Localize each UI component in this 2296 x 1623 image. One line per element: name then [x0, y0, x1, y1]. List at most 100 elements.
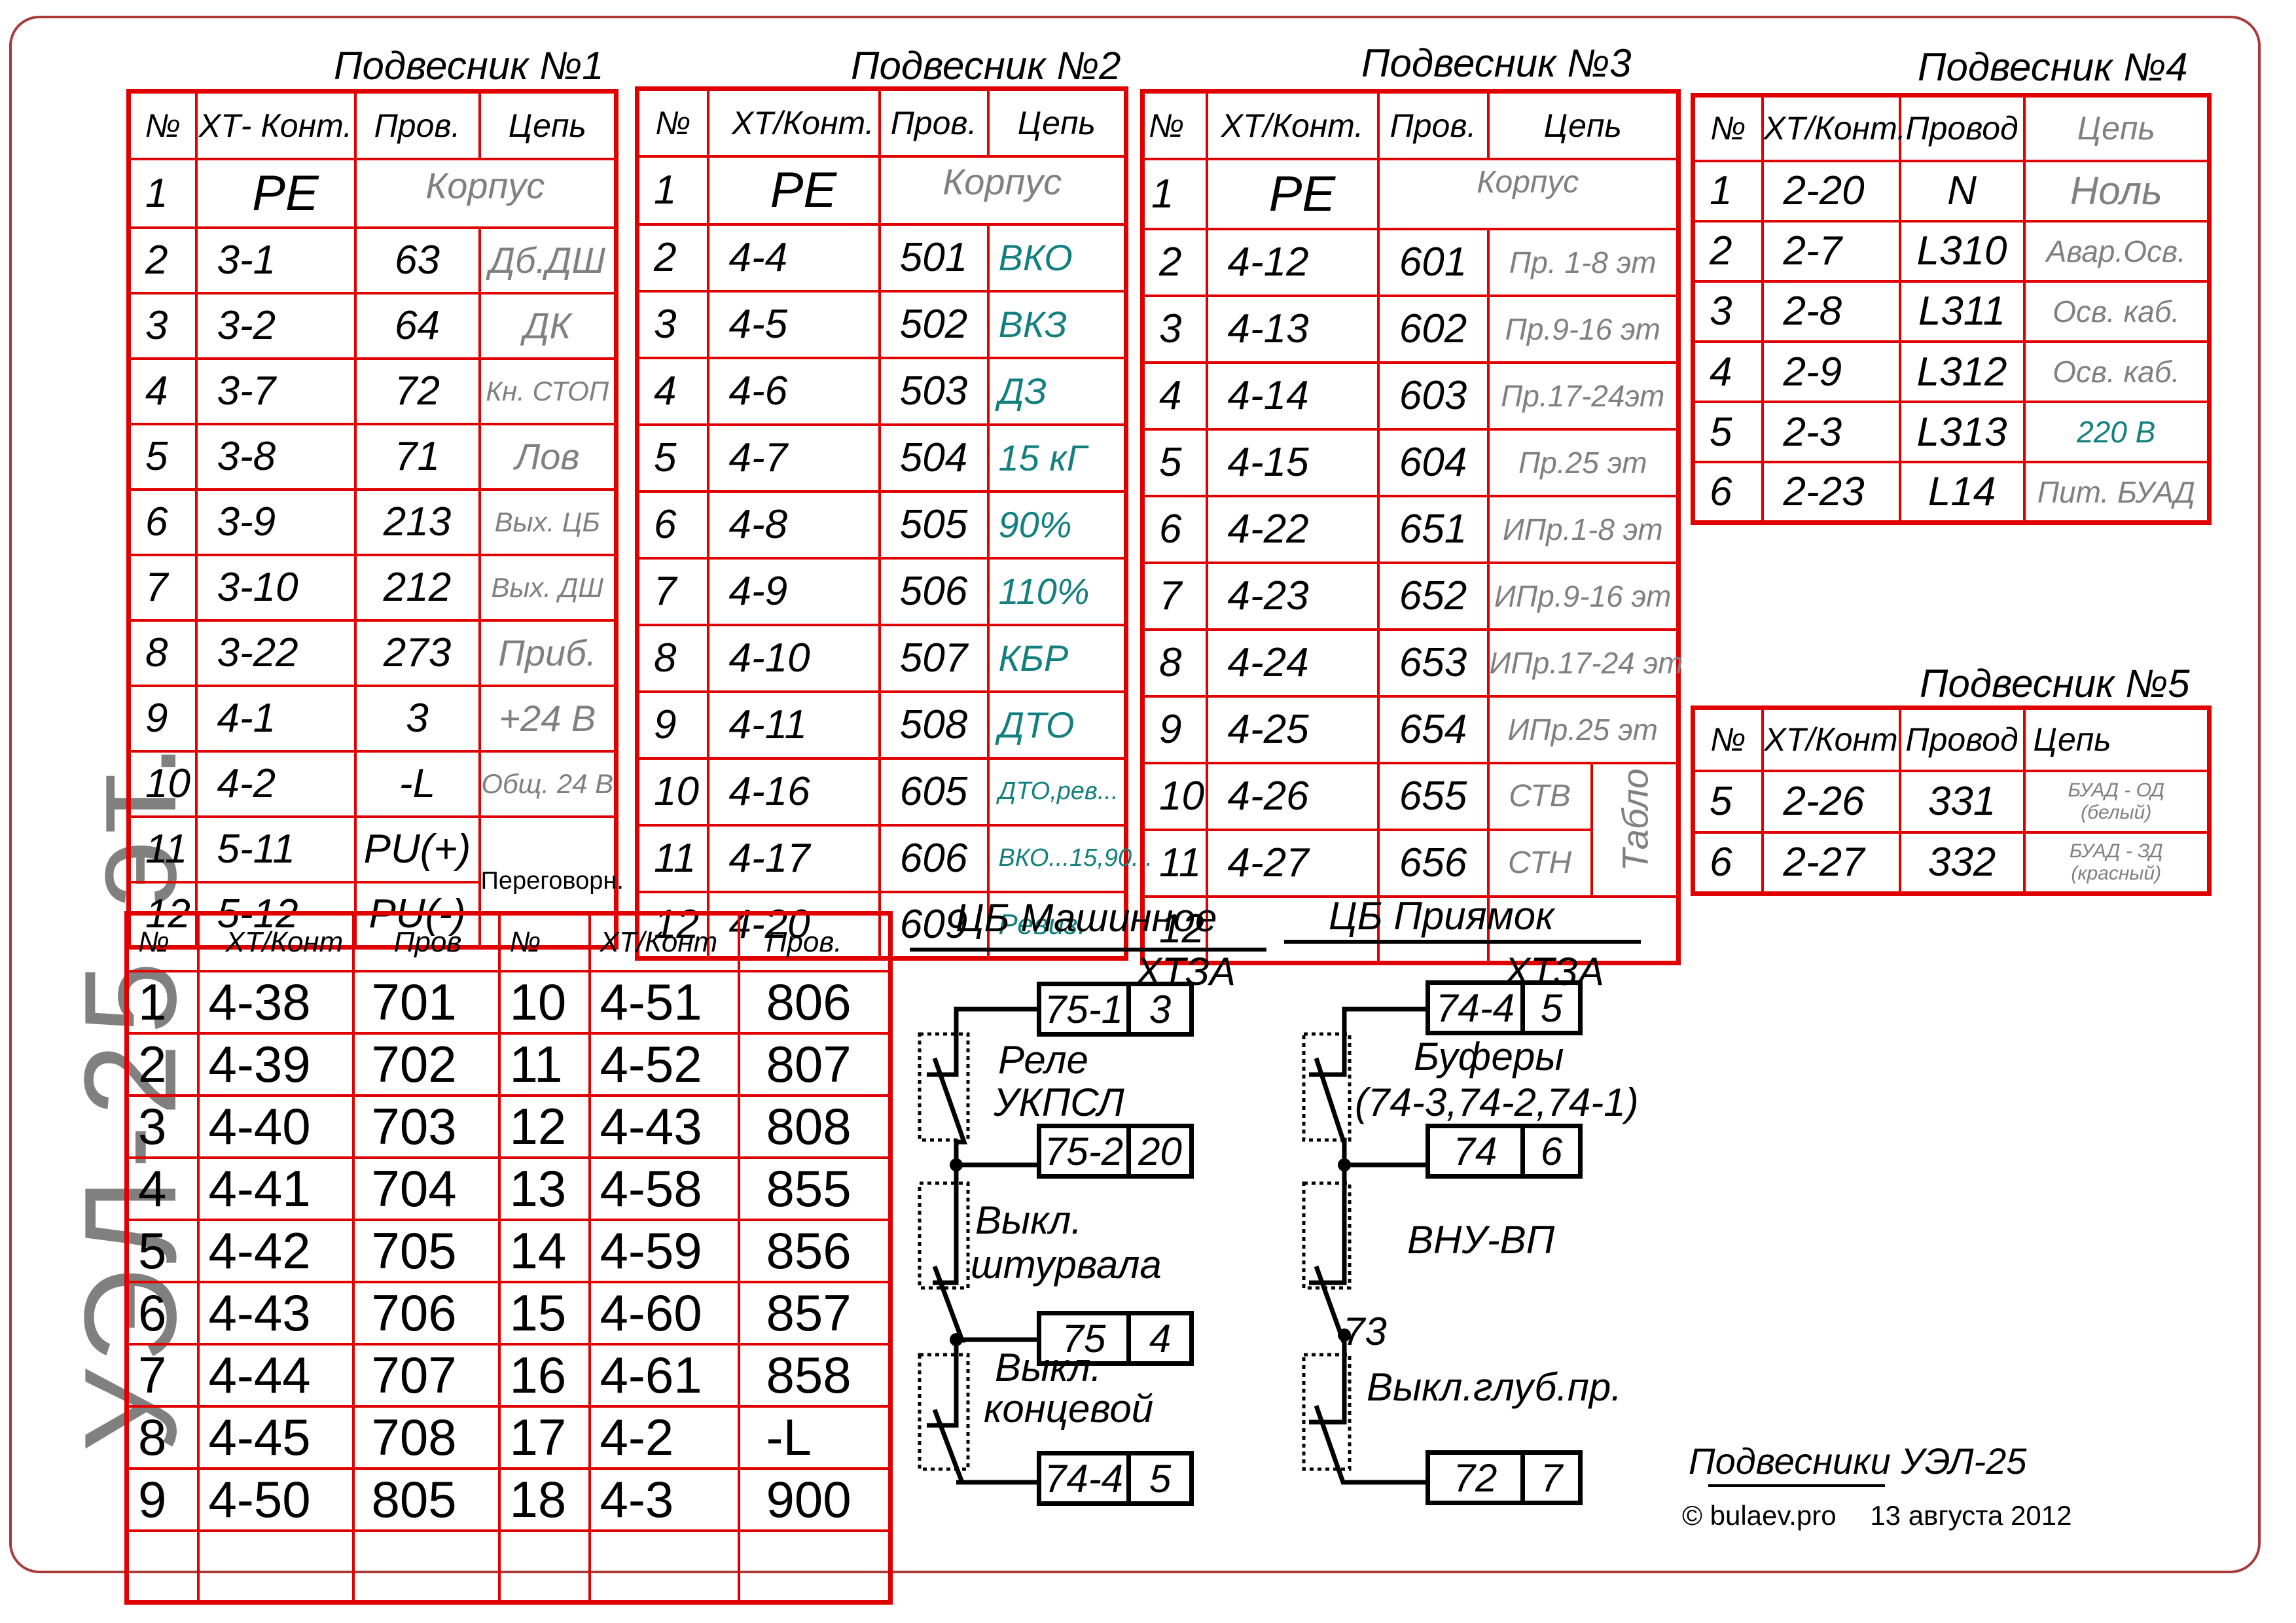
cell-no: 6 [1141, 494, 1208, 564]
cell-no-2: 14 [497, 1218, 591, 1283]
cell-chain: Корпус [1376, 157, 1680, 230]
cell-no: 9 [127, 684, 198, 753]
cell-wire: 654 [1376, 694, 1490, 764]
switch-box-limit [918, 1353, 970, 1471]
terminal-pin: 4 [1149, 1316, 1172, 1361]
header-chain: Цепь [986, 87, 1128, 158]
header-no: № [1141, 90, 1208, 160]
cell-xt: 4-22 [1205, 494, 1380, 564]
cell-no-2: 10 [497, 969, 591, 1035]
chain-color: (белый) [2081, 801, 2152, 823]
copyright-text: © bulaev.pro [1682, 1500, 1837, 1531]
wire [1314, 1404, 1426, 1485]
cell-wire: L311 [1898, 279, 2026, 344]
node-label-73: 73 [1343, 1310, 1387, 1353]
cell-no: 3 [1141, 294, 1208, 364]
header-wire: Пров. [1376, 90, 1490, 160]
cell-wire: 501 [878, 223, 990, 293]
junction-dot [950, 1333, 963, 1346]
terminal-contact: 72 [1430, 1455, 1525, 1501]
header-chain: Цепь [2022, 706, 2211, 772]
cell-xt: 4-43 [196, 1280, 355, 1346]
cell-wire: 653 [1376, 628, 1490, 698]
cell-xt: 4-26 [1205, 761, 1380, 831]
cell-no: 8 [125, 1404, 200, 1470]
label-vnu-vp: ВНУ-ВП [1407, 1218, 1555, 1262]
cell-wire: L313 [1898, 401, 2026, 464]
cell-xt: 2-27 [1761, 830, 1901, 895]
cell-chain: Осв. каб. [2022, 279, 2211, 344]
cell-no: 4 [125, 1156, 200, 1221]
cell-no: 6 [1691, 461, 1764, 524]
table-row: 12 [1141, 895, 1680, 965]
header-wire-2: Пров. [737, 912, 892, 972]
diagram-right-title: ЦБ Приямок [1329, 894, 1554, 938]
cell-no: 11 [127, 815, 198, 883]
cell-xt: 3-10 [194, 553, 357, 622]
cell-wire: 605 [878, 757, 990, 827]
header-xt-2: ХТ/Конт [588, 912, 740, 972]
cell-xt-2: 4-58 [588, 1156, 740, 1221]
cell-wire: 273 [353, 618, 481, 687]
cell-xt: 2-7 [1761, 219, 1901, 283]
cell-no: 2 [1141, 227, 1208, 297]
cell-wire: 655 [1376, 761, 1490, 831]
cell-no: 1 [1691, 159, 1764, 223]
cell-no-2 [497, 1529, 591, 1604]
wire [1309, 1057, 1347, 1285]
table-row: 1 PE Корпус [636, 154, 1128, 226]
cell-xt-2: 4-51 [588, 969, 740, 1035]
cell-no: 2 [636, 223, 709, 293]
terminal-contact: 74-4 [1430, 985, 1525, 1031]
header-xt: ХТ- Конт. [194, 90, 357, 160]
cell-wire: 3 [353, 684, 481, 753]
cell-chain: Дб.ДШ [478, 226, 618, 294]
cell-chain: ДК [478, 291, 618, 360]
terminal-75-1: 75-1 3 [1037, 982, 1194, 1037]
label-limit: концевой [984, 1387, 1154, 1431]
cell-xt: 4-38 [196, 969, 355, 1035]
terminal-72: 72 7 [1426, 1450, 1583, 1505]
cell-no: 8 [1141, 628, 1208, 698]
cell-xt-2: 4-60 [588, 1280, 740, 1346]
cell-xt: 4-14 [1205, 361, 1380, 431]
cell-no: 4 [636, 356, 709, 426]
cell-no-2: 16 [497, 1342, 591, 1408]
cell-wire: 505 [878, 490, 990, 560]
cell-xt: 4-12 [1205, 227, 1380, 297]
cell-chain: ВКО [986, 223, 1128, 293]
cell-chain: 15 кГ [986, 423, 1128, 493]
cell-xt-2: 4-43 [588, 1094, 740, 1159]
terminal-contact: 74 [1430, 1128, 1525, 1174]
cell-no: 12 [1141, 895, 1208, 965]
cell-wire: N [1898, 159, 2026, 223]
cell-chain: 110% [986, 556, 1128, 626]
cell-xt: 3-22 [194, 618, 357, 687]
cell-no: 10 [127, 749, 198, 818]
cell-chain: Вых. ЦБ [478, 488, 618, 556]
right-switch-boxes [1302, 1032, 1352, 1471]
cell-no: 2 [127, 226, 198, 294]
terminal-75: 75 4 [1037, 1311, 1194, 1366]
cell-no: 5 [125, 1218, 200, 1283]
